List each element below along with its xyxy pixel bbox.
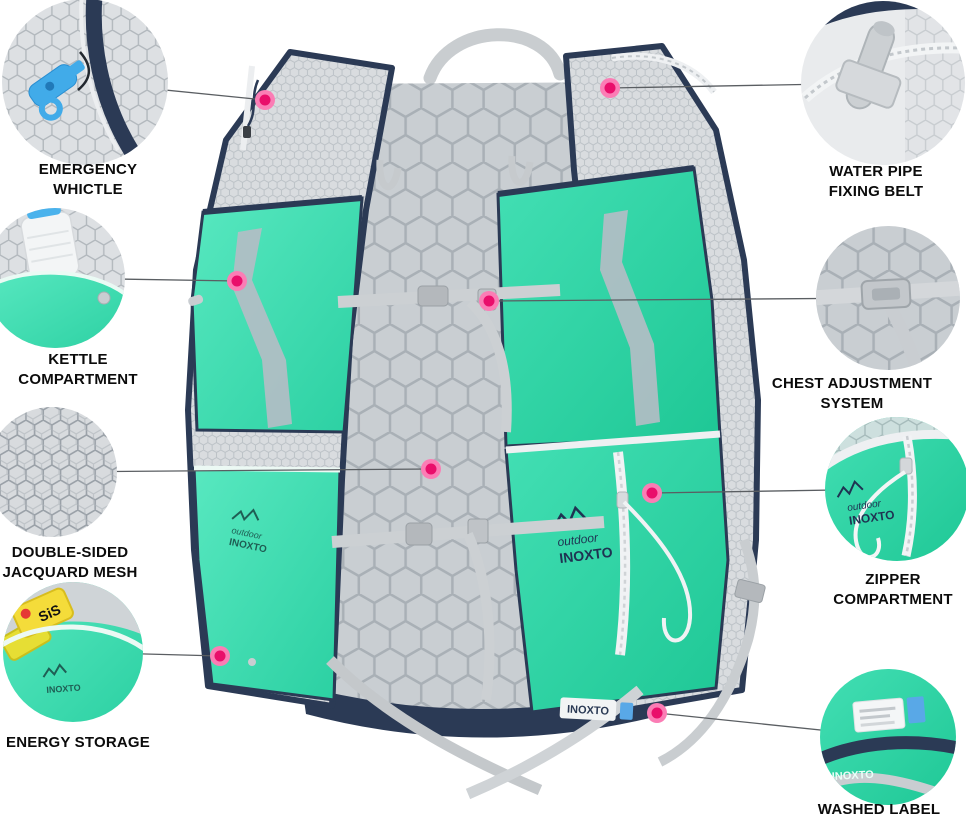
- label-line: WHICTLE: [53, 181, 123, 198]
- chest-buckle-upper: [417, 285, 449, 307]
- callout-image-energy-storage: SiS INOXTO: [3, 582, 143, 722]
- chest-strap-dangle-upper: [466, 298, 512, 433]
- fixing-belt-icon: [835, 59, 902, 109]
- bottom-strap-right: [465, 685, 644, 800]
- feature-dot-washed-label: [647, 703, 667, 723]
- ladder-lock-buckle: [734, 579, 766, 603]
- callout-label-emergency-whistle: EMERGENCY WHICTLE: [39, 160, 137, 200]
- callout-label-water-pipe-fixing-belt: WATER PIPE FIXING BELT: [829, 162, 923, 202]
- pocket-brand-prefix-text: outdoor: [557, 530, 600, 549]
- label-line: CHEST ADJUSTMENT: [771, 375, 933, 392]
- kettle-pocket-front: [0, 272, 125, 348]
- pocket-brand-text: INOXTO: [46, 683, 81, 695]
- chest-strap-dangle-lower: [463, 532, 495, 701]
- pocket-brand-text: INOXTO: [558, 544, 613, 566]
- feature-dot-energy-storage: [210, 646, 230, 666]
- zipper-slider-icon: [899, 457, 913, 475]
- zipper-pull: [243, 126, 251, 138]
- feature-dot-emergency-whistle: [255, 90, 275, 110]
- fabric-print-text: INOXTO: [832, 769, 875, 783]
- label-line: COMPARTMENT: [18, 371, 138, 388]
- right-pocket-binding: [497, 165, 695, 197]
- callout-image-zipper-compartment: outdoor INOXTO: [825, 417, 966, 561]
- callout-label-kettle-compartment: KETTLE COMPARTMENT: [18, 350, 137, 390]
- zipper-pull-cord: [622, 500, 693, 643]
- right-upper-pocket: [496, 166, 722, 448]
- brand-label: [559, 697, 617, 721]
- callout-label-energy-storage: ENERGY STORAGE: [6, 733, 150, 753]
- label-line: JACQUARD MESH: [2, 564, 138, 581]
- feature-dot-double-sided-jacquard-mesh: [421, 459, 441, 479]
- zipper-logo-prefix-text: outdoor: [847, 498, 883, 514]
- navy-edge: [820, 736, 956, 766]
- navy-edge: [85, 0, 139, 157]
- mountain-logo-icon: [231, 508, 260, 522]
- label-line: KETTLE: [48, 351, 108, 368]
- whistle-cord: [246, 79, 260, 127]
- callout-label-chest-adjustment-system: CHEST ADJUSTMENT SYSTEM: [772, 374, 932, 414]
- chest-strap-upper: [337, 284, 561, 308]
- energy-pocket-logo: INOXTO: [42, 663, 81, 695]
- callout-label-washed-label: WASHED LABEL: [818, 800, 940, 820]
- zipper-logo-brand-text: INOXTO: [848, 508, 895, 528]
- buckle-icon: [860, 278, 912, 310]
- zipper-cord-icon: [853, 470, 907, 560]
- label-line: EMERGENCY: [38, 161, 138, 178]
- feature-dot-chest-adjustment-system: [479, 291, 499, 311]
- label-line: SYSTEM: [820, 395, 884, 412]
- right-pocket-white-band: [505, 430, 721, 454]
- callout-image-emergency-whistle: [2, 0, 168, 165]
- left-lower-pocket: [192, 466, 342, 702]
- callout-label-double-sided-jacquard-mesh: DOUBLE-SIDED JACQUARD MESH: [2, 543, 137, 583]
- feature-dot-kettle-compartment: [227, 271, 247, 291]
- right-reflective-print: [600, 210, 660, 426]
- left-pocket-binding: [202, 195, 363, 215]
- carry-handle: [423, 28, 567, 85]
- gear-loop-left: [376, 159, 402, 191]
- vest: outdoor INOXTO outdoor INOXTO: [185, 28, 766, 800]
- callout-label-zipper-compartment: ZIPPER COMPARTMENT: [833, 570, 952, 610]
- label-line: ZIPPER: [865, 571, 921, 588]
- bottom-label-group: INOXTO: [559, 697, 634, 721]
- zipper-pocket-logo: outdoor INOXTO: [836, 480, 895, 528]
- label-line: DOUBLE-SIDED: [11, 544, 129, 561]
- label-line: ENERGY STORAGE: [6, 734, 150, 751]
- brand-label-text: INOXTO: [567, 704, 610, 718]
- feature-dot-water-pipe-fixing-belt: [600, 78, 620, 98]
- mountain-logo-icon: [42, 663, 67, 678]
- whistle-icon: [28, 60, 85, 121]
- callout-image-double-sided-jacquard-mesh: [0, 407, 117, 537]
- mountain-logo-icon: [836, 480, 864, 498]
- left-reflective-print: [232, 228, 292, 428]
- label-line: WASHED LABEL: [817, 801, 941, 818]
- label-line: WATER PIPE: [829, 163, 923, 180]
- right-shoulder-zipper-teeth: [611, 55, 715, 93]
- blue-tag-icon: [906, 696, 926, 724]
- side-adjust-strap: [657, 538, 760, 767]
- feature-dot-zipper-compartment: [642, 483, 662, 503]
- cord-toggle: [188, 294, 204, 306]
- right-pocket-logo: outdoor INOXTO: [552, 505, 614, 566]
- callout-image-washed-label: INOXTO: [820, 669, 956, 805]
- washed-tag-blue: [619, 702, 634, 720]
- callout-image-kettle-compartment: [0, 208, 125, 348]
- washed-label-icon: [852, 696, 926, 733]
- chest-buckle-lower: [405, 522, 433, 546]
- callout-image-water-pipe-fixing-belt: [801, 1, 965, 165]
- pocket-zipper-teeth: [616, 451, 627, 656]
- drawcord-toggle: [248, 658, 256, 666]
- label-line: COMPARTMENT: [833, 591, 953, 608]
- callout-image-chest-adjustment-system: [816, 226, 960, 370]
- feature-dots: [210, 78, 667, 723]
- label-line: FIXING BELT: [828, 183, 924, 200]
- gear-loop-right: [508, 155, 534, 186]
- bottom-trim: [302, 686, 662, 738]
